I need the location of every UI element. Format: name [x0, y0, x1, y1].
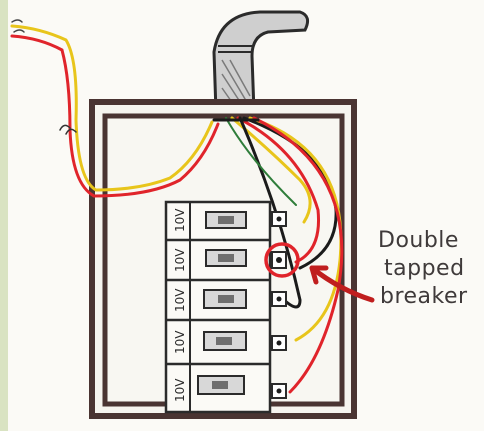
- callout-line-3: breaker: [380, 284, 468, 309]
- feed-wires: [10, 19, 220, 198]
- breaker-rating-2: 10V: [173, 248, 187, 272]
- breaker-rating-5: 10V: [173, 378, 187, 402]
- breaker-labels: 10V 10V 10V 10V 10V: [173, 208, 187, 402]
- breaker-rating-1: 10V: [173, 208, 187, 232]
- breaker-rating-3: 10V: [173, 288, 187, 312]
- breaker-rating-4: 10V: [173, 330, 187, 354]
- double-tap-highlight: [264, 242, 375, 303]
- conduit: [212, 10, 310, 114]
- breaker-stack: [164, 200, 287, 414]
- internal-wires: [212, 116, 344, 394]
- callout-line-2: tapped: [384, 256, 465, 281]
- callout-line-1: Double: [378, 228, 459, 253]
